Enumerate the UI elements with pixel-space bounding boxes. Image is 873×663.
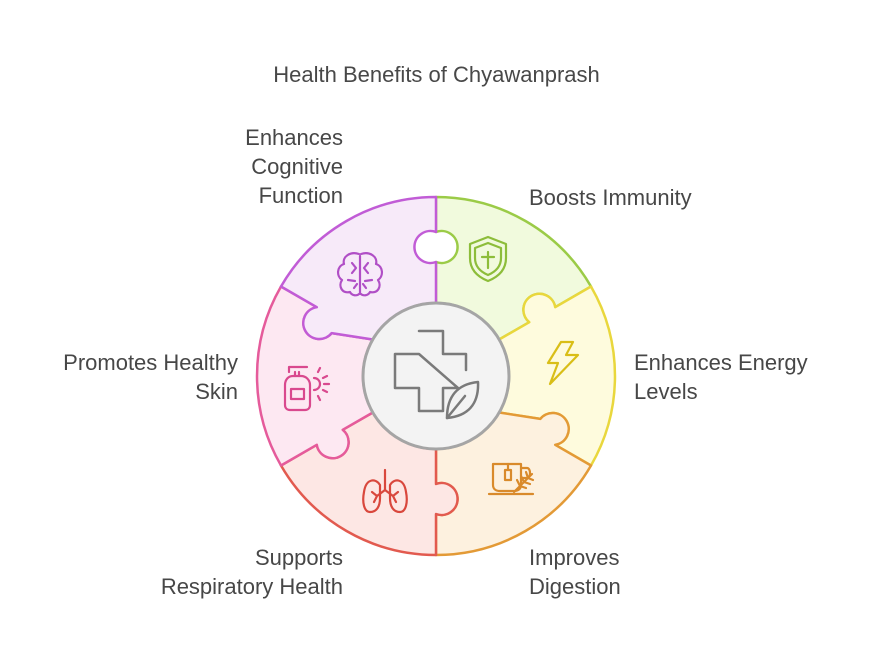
lightning-icon xyxy=(546,340,580,386)
shield-cross-icon xyxy=(468,235,508,283)
lungs-icon xyxy=(362,468,408,514)
label-improves-digestion: Improves Digestion xyxy=(529,545,621,599)
brain-icon xyxy=(337,252,383,297)
diagram-title: Health Benefits of Chyawanprash xyxy=(273,62,600,87)
label-enhances-energy: Enhances Energy Levels xyxy=(634,350,808,404)
teacup-herb-icon xyxy=(487,462,535,496)
label-promotes-skin: Promotes Healthy Skin xyxy=(63,350,238,404)
label-enhances-cognitive: Enhances Cognitive Function xyxy=(245,125,343,208)
medical-cross-leaf-icon xyxy=(393,329,480,420)
segment-cognitive xyxy=(279,195,438,341)
lotion-sun-icon xyxy=(283,365,331,412)
label-boosts-immunity: Boosts Immunity xyxy=(529,185,692,210)
center-circle xyxy=(361,301,511,451)
label-supports-respiratory: Supports Respiratory Health xyxy=(160,545,343,599)
